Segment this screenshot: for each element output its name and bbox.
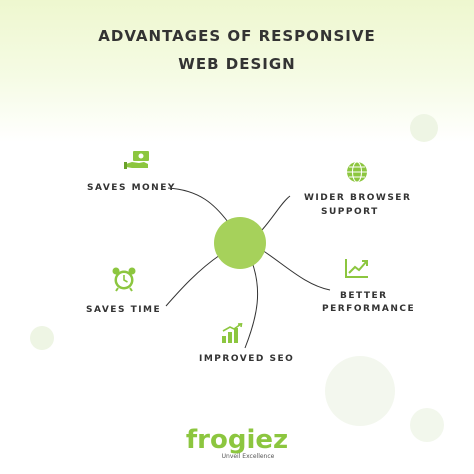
better-performance-label: BETTER	[340, 291, 388, 301]
decorative-circle	[410, 114, 438, 142]
growth-chart-icon	[345, 259, 368, 278]
brand-logo-name: frogiez	[185, 425, 289, 455]
saves-time-label: SAVES TIME	[86, 305, 162, 315]
brand-logo: frogiez Unveil Excellence	[0, 427, 474, 461]
connector-improved-seo	[244, 261, 259, 349]
decorative-circle	[410, 408, 444, 442]
page-title-line-2: WEB DESIGN	[178, 55, 296, 73]
wider-browser-label: WIDER BROWSER	[304, 193, 412, 203]
saves-money-label: SAVES MONEY	[87, 183, 176, 193]
connector-saves-money	[167, 187, 229, 223]
better-performance-label-line-2: PERFORMANCE	[322, 304, 416, 314]
globe-icon	[347, 161, 367, 183]
central-hub	[214, 217, 266, 269]
page-title-line-1: ADVANTAGES OF RESPONSIVE	[98, 27, 376, 45]
alarm-clock-icon	[112, 267, 136, 292]
bar-chart-icon	[222, 322, 243, 343]
decorative-circle	[325, 356, 395, 426]
money-hand-icon	[124, 151, 149, 169]
connector-saves-time	[165, 254, 221, 307]
brand-logo-tagline: Unveil Excellence	[221, 453, 275, 460]
connector-lines	[165, 187, 331, 349]
wider-browser-label-line-2: SUPPORT	[321, 207, 379, 217]
improved-seo-label: IMPROVED SEO	[199, 354, 295, 364]
connector-better-performance	[261, 249, 331, 291]
decorative-circle	[30, 326, 54, 350]
connector-wider-browser	[261, 195, 291, 231]
